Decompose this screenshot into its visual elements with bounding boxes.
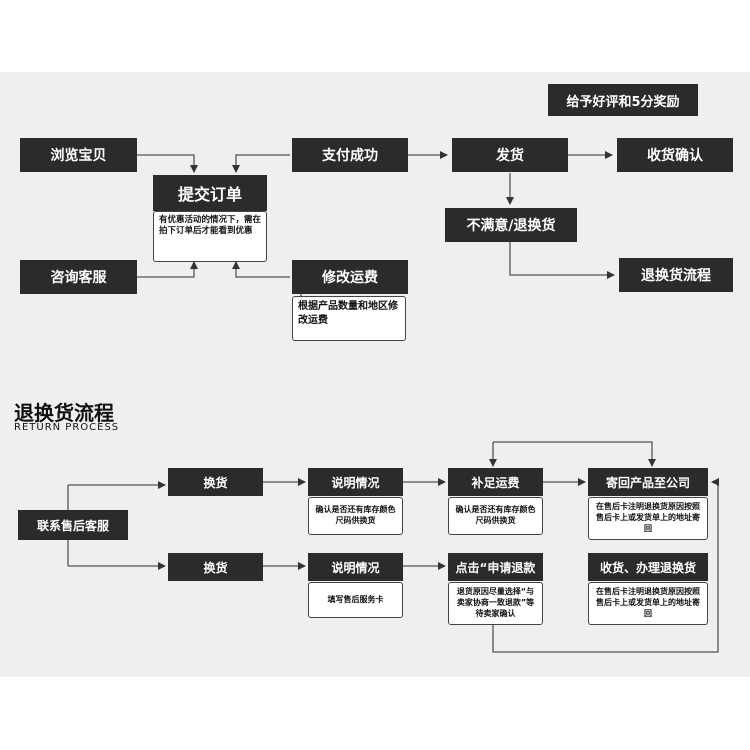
add-shipping-note: 确认是否还有库存颜色尺码供换货 xyxy=(448,497,543,535)
explain-note-2: 填写售后服务卡 xyxy=(308,582,403,618)
arrow-browse-to-submit xyxy=(137,154,198,173)
return-box: 换货 xyxy=(168,553,263,581)
section-subtitle: RETURN PROCESS xyxy=(14,422,120,433)
unsatisfied-box: 不满意/退换货 xyxy=(445,208,577,242)
receive-return-note: 在售后卡注明退换货原因按照售后卡上或发货单上的地址寄回 xyxy=(588,582,708,625)
return-flow-box: 退换货流程 xyxy=(619,258,733,292)
explain-box-2: 说明情况 xyxy=(308,553,403,581)
ship-box: 发货 xyxy=(452,138,568,172)
send-back-note: 在售后卡注明退换货原因按照售后卡上或发货单上的地址寄回 xyxy=(588,497,708,540)
consult-box: 咨询客服 xyxy=(20,260,137,294)
browse-box: 浏览宝贝 xyxy=(20,138,137,172)
apply-refund-note: 退货原因尽量选择“与卖家协商一致退款”等待卖家确认 xyxy=(448,582,543,625)
contact-service-box: 联系售后客服 xyxy=(18,510,128,540)
receive-return-box: 收货、办理退换货 xyxy=(588,553,708,581)
explain-box-1: 说明情况 xyxy=(308,468,403,496)
send-back-box: 寄回产品至公司 xyxy=(588,468,708,496)
reward-box: 给予好评和5分奖励 xyxy=(548,84,698,116)
exchange-box: 换货 xyxy=(168,468,263,496)
confirm-receipt-box: 收货确认 xyxy=(617,138,733,172)
arrow-unsatisfied-to-flow xyxy=(509,242,615,279)
arrow-pay-to-submit xyxy=(232,154,290,173)
submit-order-box: 提交订单 xyxy=(153,175,267,211)
submit-order-note: 有优惠活动的情况下，需在拍下订单后才能看到优惠 xyxy=(153,211,267,262)
arrow-refund-to-sendback xyxy=(492,478,719,653)
arrow-consult-to-submit xyxy=(137,261,198,278)
modify-shipping-box: 修改运费 xyxy=(292,260,408,294)
pay-success-box: 支付成功 xyxy=(292,138,408,172)
arrow-shipping-to-submit xyxy=(232,261,290,278)
shipping-note: 根据产品数量和地区修改运费 xyxy=(292,296,406,341)
explain-note-1: 确认是否还有库存颜色尺码供换货 xyxy=(308,497,403,535)
section-title: 退换货流程 xyxy=(14,401,114,425)
apply-refund-box: 点击“申请退款 xyxy=(448,553,543,581)
add-shipping-box: 补足运费 xyxy=(448,468,543,496)
